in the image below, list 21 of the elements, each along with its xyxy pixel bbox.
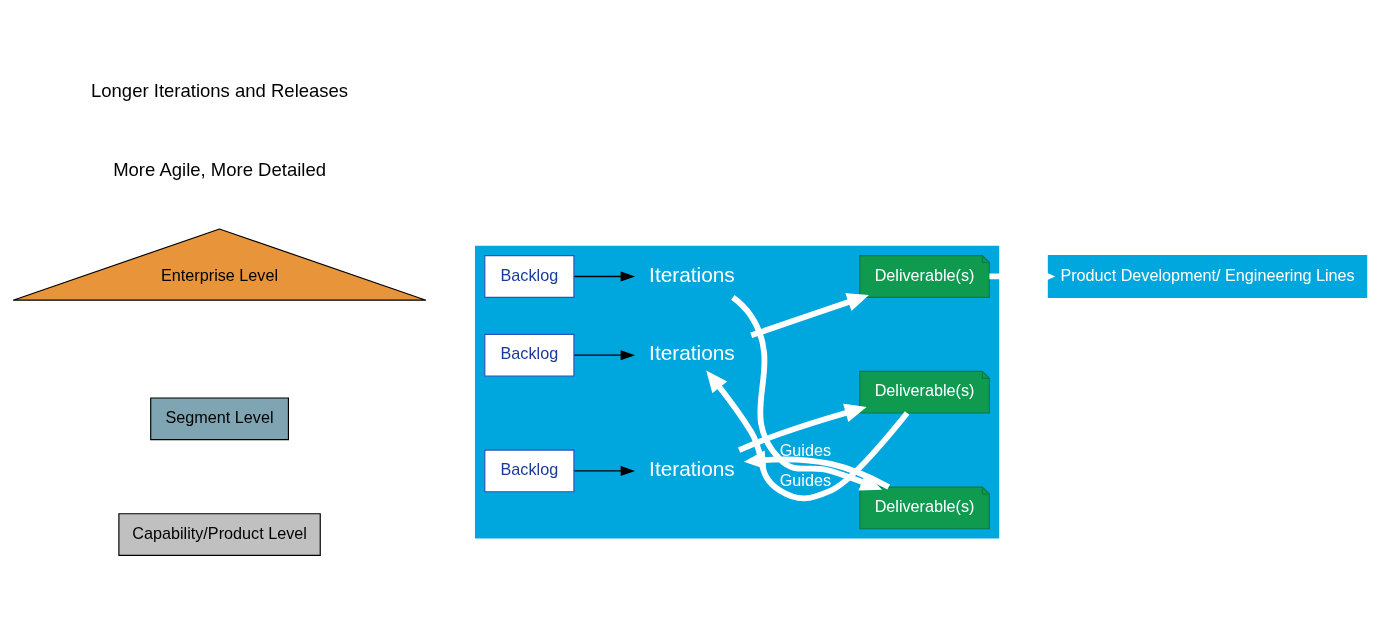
cluster	[474, 245, 1000, 539]
node-box: Backlog	[484, 255, 575, 298]
arrow	[706, 370, 910, 502]
node-text: Iterations	[649, 456, 735, 480]
arrow	[750, 293, 869, 339]
node-text: Iterations	[649, 262, 735, 286]
label: Longer Iterations and Releases	[91, 79, 349, 101]
arrow	[573, 465, 636, 476]
node-box: Backlog	[484, 449, 575, 493]
arrow	[731, 295, 883, 491]
node-box: Segment Level	[150, 397, 289, 441]
node-box: Capability/Product Level	[118, 513, 321, 556]
edge-label: Guides	[779, 441, 832, 460]
arrow	[737, 403, 867, 453]
label: More Agile, More Detailed	[113, 158, 326, 180]
node-box: Backlog	[484, 333, 575, 377]
node-box: Product Development/ Engineering Lines	[1047, 255, 1368, 298]
arrow	[573, 271, 636, 282]
edge-label: Guides	[779, 471, 832, 490]
arrow	[573, 350, 636, 361]
node-text: Iterations	[649, 341, 735, 365]
